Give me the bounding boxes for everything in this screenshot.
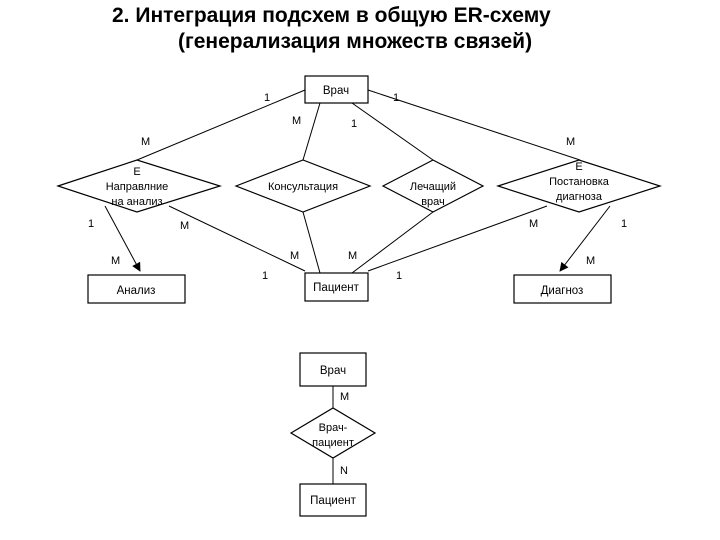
relationship-napravlenie: E Направлние на анализ	[56, 159, 223, 213]
card-10: 1	[621, 218, 627, 230]
connectors	[104, 89, 611, 484]
card-11: M	[290, 250, 299, 262]
line-konsultatsiya-patsient	[302, 211, 321, 274]
entity-diagnoz-label: Диагноз	[541, 285, 584, 297]
postanovka-line-2: Постановка	[549, 176, 610, 188]
card-12: M	[348, 250, 357, 262]
entity-patsient-label: Пациент	[313, 282, 359, 294]
entity-patsient-2: Пациент	[299, 483, 367, 517]
card-7: 1	[88, 218, 94, 230]
line-vrach-napravlenie	[136, 89, 306, 161]
card-18: N	[340, 465, 348, 477]
entity-diagnoz: Диагноз	[513, 274, 612, 304]
vrach-patsient-line-1: Врач-	[319, 422, 348, 434]
card-2: 1	[393, 92, 399, 104]
relationship-konsultatsiya: Консультация	[234, 159, 372, 213]
card-6: M	[566, 136, 575, 148]
relationship-lechashchiy: Лечащий врач	[381, 159, 485, 213]
lechashchiy-line-2: врач	[421, 196, 445, 208]
relationship-vrach-patsient: Врач- пациент	[289, 407, 377, 459]
card-16: M	[586, 255, 595, 267]
card-3: M	[292, 115, 301, 127]
cardinality-labels: 1 1 M 1 M M 1 M M 1 M M 1 1 M M M N	[88, 92, 627, 477]
arrow-napravlenie-analiz	[104, 205, 141, 272]
card-5: M	[141, 136, 150, 148]
line-vrach-postanovka	[367, 89, 581, 161]
card-13: 1	[262, 270, 268, 282]
line-postanovka-patsient	[367, 205, 548, 272]
line-vrach-konsultatsiya	[302, 102, 321, 161]
postanovka-line-3: диагноза	[556, 191, 603, 203]
card-4: 1	[351, 118, 357, 130]
title-line-2: (генерализация множеств связей)	[178, 30, 533, 53]
entity-patsient: Пациент	[304, 272, 369, 302]
entity-vrach-2: Врач	[299, 352, 367, 387]
entity-vrach: Врач	[304, 75, 369, 104]
card-14: 1	[396, 270, 402, 282]
napravlenie-line-1: E	[133, 166, 140, 178]
card-9: M	[529, 218, 538, 230]
napravlenie-line-2: Направлние	[106, 181, 169, 193]
line-napravlenie-patsient	[168, 205, 306, 272]
entity-vrach-2-label: Врач	[320, 365, 346, 377]
konsultatsiya-line-1: Консультация	[268, 181, 338, 193]
lechashchiy-line-1: Лечащий	[410, 181, 456, 193]
entity-analiz-label: Анализ	[117, 285, 156, 297]
arrow-postanovka-diagnoz	[559, 205, 611, 272]
vrach-patsient-line-2: пациент	[312, 437, 354, 449]
card-8: M	[180, 220, 189, 232]
entity-vrach-label: Врач	[323, 85, 349, 97]
card-1: 1	[264, 92, 270, 104]
postanovka-line-1: E	[575, 161, 582, 173]
relationship-postanovka: E Постановка диагноза	[496, 159, 662, 213]
title-line-1: 2. Интеграция подсхем в общую ER-схему	[112, 4, 551, 27]
entity-patsient-2-label: Пациент	[310, 495, 356, 507]
napravlenie-line-3: на анализ	[111, 196, 162, 208]
card-17: M	[340, 391, 349, 403]
card-15: M	[111, 255, 120, 267]
line-lechashchiy-patsient	[351, 211, 434, 274]
line-vrach-lechashchiy	[351, 102, 434, 161]
entity-analiz: Анализ	[87, 274, 186, 304]
